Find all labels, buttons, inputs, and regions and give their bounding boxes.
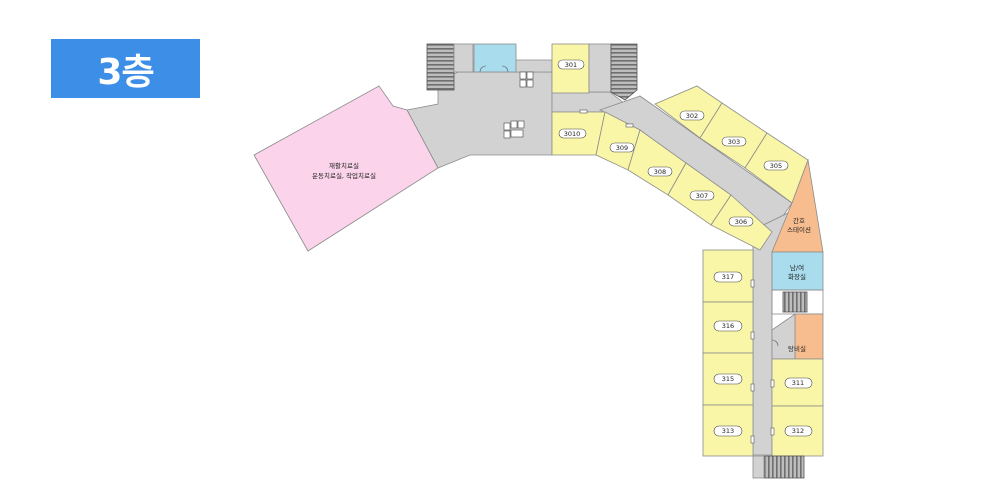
room-311-label: 311 (792, 379, 804, 387)
room-306-label: 306 (735, 218, 747, 226)
room-303-label: 303 (728, 138, 740, 146)
rehab-label-2: 운동치료실, 작업치료실 (312, 171, 376, 180)
top-restroom (473, 43, 517, 73)
elevator-fixtures (503, 71, 534, 139)
restroom-label-1: 남/여 (790, 263, 804, 272)
room-308-label: 308 (654, 168, 666, 176)
nurse-label-2: 스테이션 (787, 225, 811, 234)
pantry-label: 탕비실 (788, 344, 806, 353)
restroom[interactable] (771, 251, 824, 291)
room-309-label: 309 (616, 144, 628, 152)
door-marks (579, 109, 775, 444)
stairs-left-wall (453, 43, 474, 73)
nurse-label-1: 간호 (793, 216, 805, 225)
room-315-label: 315 (722, 375, 734, 383)
restroom-label-2: 화장실 (788, 272, 806, 281)
floor-badge: 3층 (51, 39, 200, 98)
room-301-label: 301 (565, 61, 577, 69)
pantry[interactable] (794, 313, 824, 360)
stairs-bottom (763, 455, 805, 479)
room-302-label: 302 (686, 112, 698, 120)
rehab-room[interactable] (253, 85, 439, 252)
room-305-label: 305 (770, 162, 782, 170)
room-316-label: 316 (722, 322, 734, 330)
stairs-left (426, 43, 455, 91)
rehab-label-1: 재활치료실 (329, 161, 359, 170)
stairs-right-top (610, 43, 638, 101)
corridor (406, 59, 793, 456)
room-3010-label: 3010 (564, 130, 581, 138)
room-317-label: 317 (722, 273, 734, 281)
room-307-label: 307 (696, 192, 708, 200)
room-313-label: 313 (722, 427, 734, 435)
stairs-middle (782, 291, 808, 313)
room-312-label: 312 (792, 427, 804, 435)
